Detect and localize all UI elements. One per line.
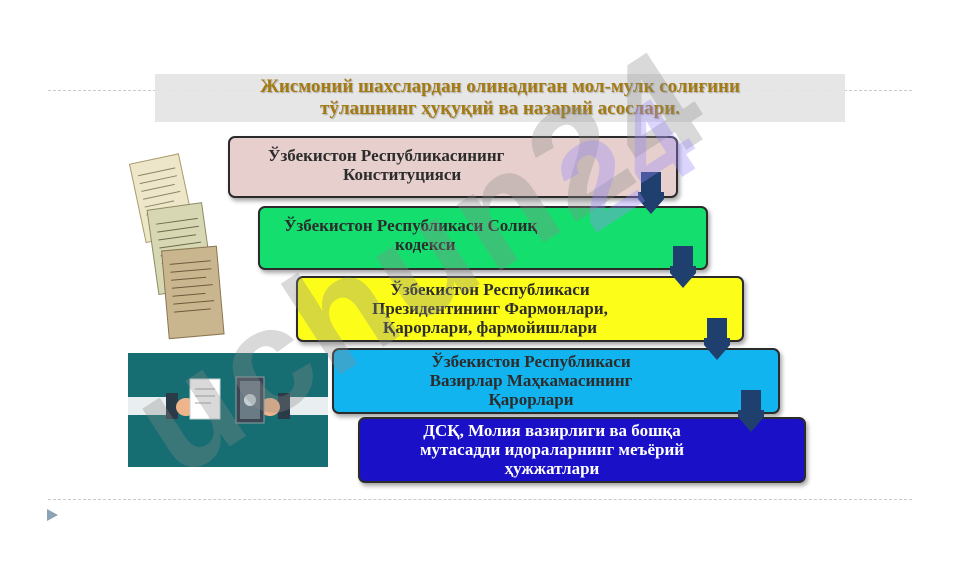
down-arrow-3-icon [704,318,730,360]
legal-documents-image [128,153,225,340]
slide-title: Жисмоний шахслардан олинадиган мол-мулк … [160,76,840,120]
step-3-line1: Ўзбекистон Республикаси [390,280,590,299]
step-ministry-regulations: ДСҚ, Молия вазирлиги ва бошқа мутасадди … [358,417,806,483]
step-4-line3: Қарорлари [488,390,574,409]
next-slide-arrow-icon[interactable] [47,509,58,521]
step-constitution: Ўзбекистон Республикасининг Конституцияс… [228,136,678,198]
step-5-line3: ҳужжатлари [504,459,600,478]
step-1-line1: Ўзбекистон Республикасининг [268,146,505,165]
step-4-line2: Вазирлар Маҳкамасининг [429,371,633,390]
down-arrow-4-icon [738,390,764,432]
down-arrow-1-icon [638,172,664,214]
step-4-line1: Ўзбекистон Республикаси [431,352,631,371]
bottom-dotted-line [48,499,912,500]
step-1-line2: Конституцияси [343,165,462,184]
step-3-line3: Қарорлари, фармойишлари [382,318,598,337]
step-2-line1: Ўзбекистон Республикаси Солиқ [284,216,538,235]
step-3-line2: Президентининг Фармонлари, [372,299,608,318]
step-tax-code: Ўзбекистон Республикаси Солиқ кодекси [258,206,708,270]
title-band [155,74,845,122]
step-presidential-decrees: Ўзбекистон Республикаси Президентининг Ф… [296,276,744,342]
down-arrow-2-icon [670,246,696,288]
step-2-line2: кодекси [395,235,456,254]
slide-title-line1: Жисмоний шахслардан олинадиган мол-мулк … [260,76,740,97]
money-exchange-image [128,353,328,467]
step-5-line1: ДСҚ, Молия вазирлиги ва бошқа [423,421,681,440]
slide-title-line2: тўлашнинг ҳуқуқий ва назарий асослари. [320,98,680,119]
step-5-line2: мутасадди идораларнинг меъёрий [419,440,685,459]
step-cabinet-resolutions: Ўзбекистон Республикаси Вазирлар Маҳкама… [332,348,780,414]
